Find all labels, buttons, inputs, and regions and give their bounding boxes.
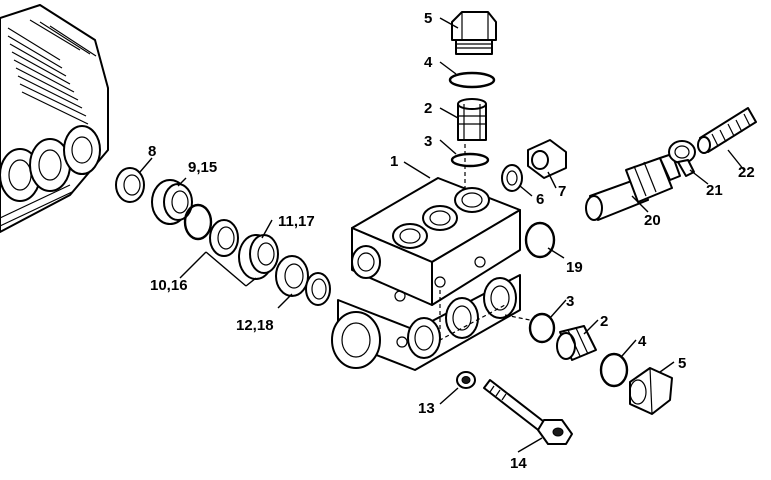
callout-4-bottom: 4 bbox=[638, 333, 647, 350]
callout-7: 7 bbox=[558, 183, 566, 200]
callout-4-top: 4 bbox=[424, 54, 433, 71]
callout-21: 21 bbox=[706, 182, 723, 199]
washer-12-18 bbox=[305, 272, 331, 306]
callout-5-top: 5 bbox=[424, 10, 432, 27]
callout-2-top: 2 bbox=[424, 100, 432, 117]
clamp-21 bbox=[668, 140, 696, 177]
callout-22: 22 bbox=[738, 164, 755, 181]
seal-12-18 bbox=[275, 255, 309, 297]
callout-10-16: 10,16 bbox=[150, 277, 188, 294]
callout-1: 1 bbox=[390, 153, 398, 170]
leader-lines bbox=[139, 17, 745, 453]
callout-5-bottom: 5 bbox=[678, 355, 686, 372]
manifold-body bbox=[331, 130, 531, 371]
bolt-14 bbox=[483, 379, 573, 445]
callout-19: 19 bbox=[566, 259, 583, 276]
callout-11-17: 11,17 bbox=[278, 213, 315, 230]
callout-13: 13 bbox=[418, 400, 435, 417]
callout-3-bottom: 3 bbox=[566, 293, 574, 310]
ring-10-16 bbox=[209, 219, 239, 257]
callout-20: 20 bbox=[644, 212, 661, 229]
plug-5-top bbox=[451, 11, 497, 55]
plug-7 bbox=[527, 139, 567, 179]
oring-4-bottom bbox=[599, 352, 629, 388]
oring-3-top bbox=[450, 152, 490, 168]
seal-9-15 bbox=[151, 179, 193, 225]
callout-6: 6 bbox=[536, 191, 544, 208]
callout-14: 14 bbox=[510, 455, 527, 472]
crankcase-housing bbox=[0, 4, 109, 233]
oring-19 bbox=[524, 221, 556, 259]
spring-22 bbox=[697, 107, 757, 154]
plug-5-bottom bbox=[629, 367, 673, 415]
unloader-20 bbox=[585, 153, 681, 221]
valve-2-bottom bbox=[556, 325, 597, 361]
callout-2-bottom: 2 bbox=[600, 313, 608, 330]
callout-3-top: 3 bbox=[424, 133, 432, 150]
seal-8 bbox=[115, 167, 145, 203]
washer-6 bbox=[501, 164, 523, 192]
oring-4-top bbox=[448, 71, 496, 89]
valve-2-top bbox=[457, 98, 487, 141]
callout-12-18: 12,18 bbox=[236, 317, 274, 334]
seal-retainer-11-17 bbox=[238, 234, 279, 280]
oring-10-16 bbox=[183, 203, 213, 241]
callout-9-15: 9,15 bbox=[188, 159, 217, 176]
callout-8: 8 bbox=[148, 143, 156, 160]
callout-labels: 5 4 2 3 1 6 7 8 9,15 11,17 10,16 12,18 1… bbox=[148, 10, 755, 472]
washer-13 bbox=[456, 371, 476, 389]
oring-3-bottom bbox=[528, 312, 556, 344]
